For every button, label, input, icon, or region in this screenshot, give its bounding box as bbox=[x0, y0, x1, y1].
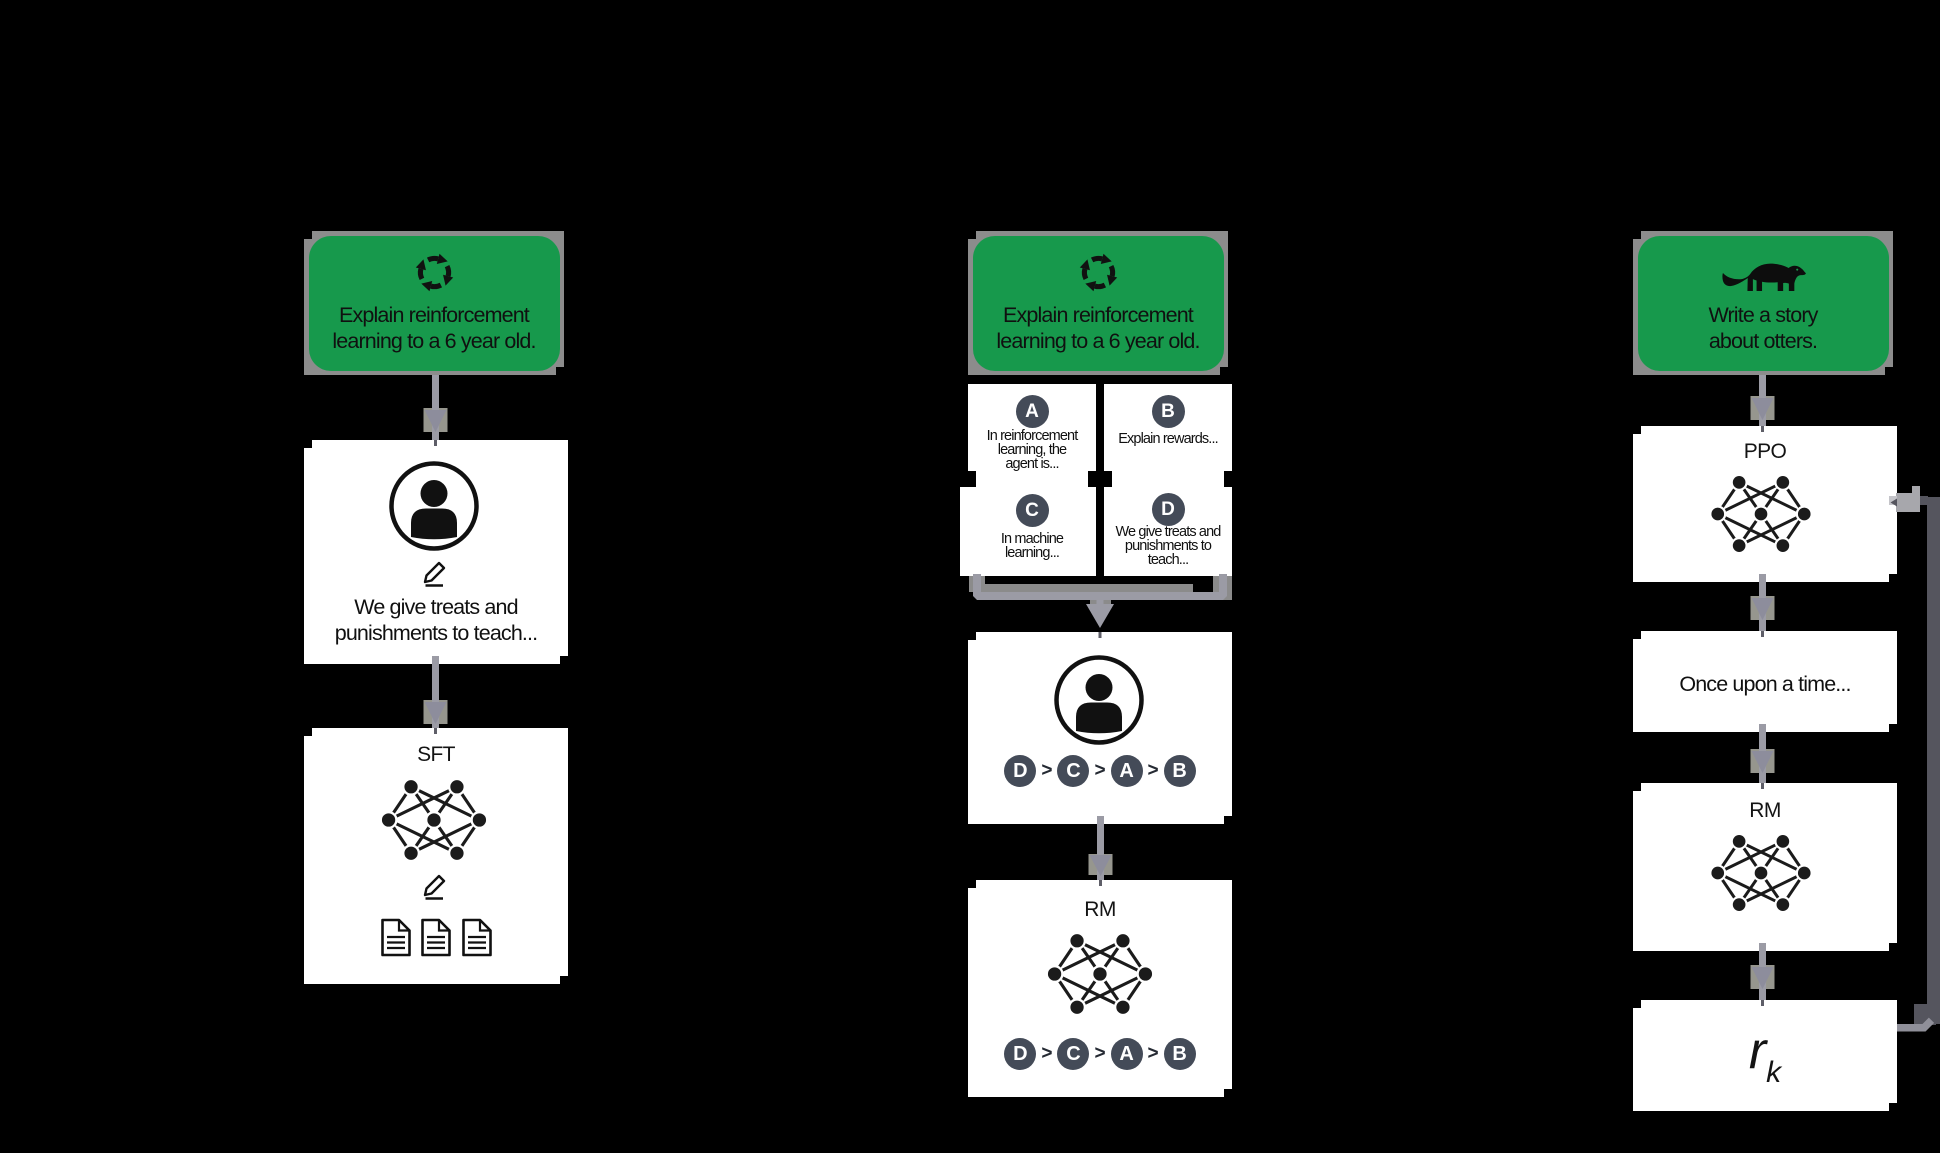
ppo-label: PPO bbox=[1743, 440, 1787, 463]
rank-circle: C bbox=[1057, 1038, 1090, 1070]
rm-rank-box: RM D > C > A > B bbox=[968, 880, 1232, 1097]
network-icon bbox=[380, 778, 488, 862]
prompt-text-middle: Explain reinforcement learning to a 6 ye… bbox=[996, 303, 1200, 353]
answer-badge-a: A bbox=[1015, 395, 1049, 428]
ppo-box: PPO bbox=[1633, 426, 1897, 582]
rank-circle: A bbox=[1110, 1038, 1143, 1070]
sft-label: SFT bbox=[417, 743, 455, 766]
cycle-icon bbox=[415, 253, 454, 292]
rank-circle: B bbox=[1163, 755, 1196, 787]
prompt-text-right: Write a story about otters. bbox=[1708, 303, 1818, 353]
rank-separator: > bbox=[1147, 760, 1159, 781]
sample-text: Once upon a time... bbox=[1679, 672, 1851, 697]
answer-text-d: We give treats and punishments to teach.… bbox=[1115, 524, 1222, 568]
rm-box: RM bbox=[1633, 783, 1897, 951]
answer-box-b: B Explain rewards... bbox=[1104, 384, 1232, 476]
sft-box: SFT bbox=[304, 728, 568, 984]
reward-value: rk bbox=[1748, 1022, 1782, 1089]
pencil-icon bbox=[423, 561, 446, 587]
answer-badge-c: C bbox=[1015, 494, 1049, 527]
rm-label: RM bbox=[1749, 799, 1781, 822]
rank-circle: A bbox=[1110, 755, 1143, 787]
network-icon bbox=[1046, 932, 1154, 1016]
answer-text-a: In reinforcement learning, the agent is.… bbox=[986, 428, 1079, 472]
pencil-icon bbox=[423, 874, 446, 900]
reward-box: rk bbox=[1633, 1000, 1897, 1111]
documents-icons bbox=[304, 918, 568, 957]
cycle-icon bbox=[1079, 253, 1118, 292]
rank-separator: > bbox=[1041, 760, 1053, 781]
answer-text-b: Explain rewards... bbox=[1118, 431, 1218, 447]
sample-box: Once upon a time... bbox=[1633, 631, 1897, 732]
rank-circle: C bbox=[1057, 755, 1090, 787]
document-icon bbox=[421, 918, 451, 957]
prompt-box-left: Explain reinforcement learning to a 6 ye… bbox=[304, 231, 564, 375]
rank-separator: > bbox=[1094, 1043, 1106, 1064]
arrow-down bbox=[423, 656, 448, 734]
person-icon bbox=[389, 461, 479, 551]
rank-circle: B bbox=[1163, 1038, 1196, 1070]
prompt-box-middle: Explain reinforcement learning to a 6 ye… bbox=[968, 231, 1228, 375]
answer-box-d: D We give treats and punishments to teac… bbox=[1104, 476, 1232, 576]
merge-connector bbox=[969, 574, 1232, 638]
labeler-demo-box: We give treats and punishments to teach.… bbox=[304, 440, 568, 664]
ranking-row: D > C > A > B bbox=[968, 755, 1232, 787]
network-icon bbox=[1709, 474, 1813, 554]
rm-label: RM bbox=[1084, 898, 1116, 921]
rank-separator: > bbox=[1147, 1043, 1159, 1064]
arrow-down bbox=[1750, 724, 1775, 789]
labeler-rank-box: D > C > A > B bbox=[968, 632, 1232, 824]
prompt-text-left: Explain reinforcement learning to a 6 ye… bbox=[332, 303, 536, 353]
person-icon bbox=[1054, 655, 1144, 745]
arrow-down bbox=[1088, 816, 1113, 886]
answer-text-c: In machine learning... bbox=[1000, 531, 1064, 561]
answer-badge-b: B bbox=[1151, 395, 1185, 428]
rank-circle: D bbox=[1004, 755, 1037, 787]
prompt-box-right: Write a story about otters. bbox=[1633, 231, 1893, 375]
rank-circle: D bbox=[1004, 1038, 1037, 1070]
answer-badge-d: D bbox=[1151, 493, 1185, 526]
answer-box-c: C In machine learning... bbox=[968, 476, 1096, 576]
arrow-down bbox=[1750, 375, 1775, 432]
arrow-down bbox=[1750, 943, 1775, 1006]
document-icon bbox=[461, 918, 492, 957]
labeler-demo-text: We give treats and punishments to teach.… bbox=[334, 595, 538, 645]
network-icon bbox=[1709, 833, 1813, 913]
rank-separator: > bbox=[1041, 1043, 1053, 1064]
ranking-row: D > C > A > B bbox=[968, 1038, 1232, 1070]
document-icon bbox=[380, 918, 411, 957]
rank-separator: > bbox=[1094, 760, 1106, 781]
answer-box-a: A In reinforcement learning, the agent i… bbox=[968, 384, 1096, 476]
arrow-down bbox=[423, 375, 448, 446]
otter-icon bbox=[1722, 263, 1806, 292]
arrow-down bbox=[1750, 574, 1775, 637]
